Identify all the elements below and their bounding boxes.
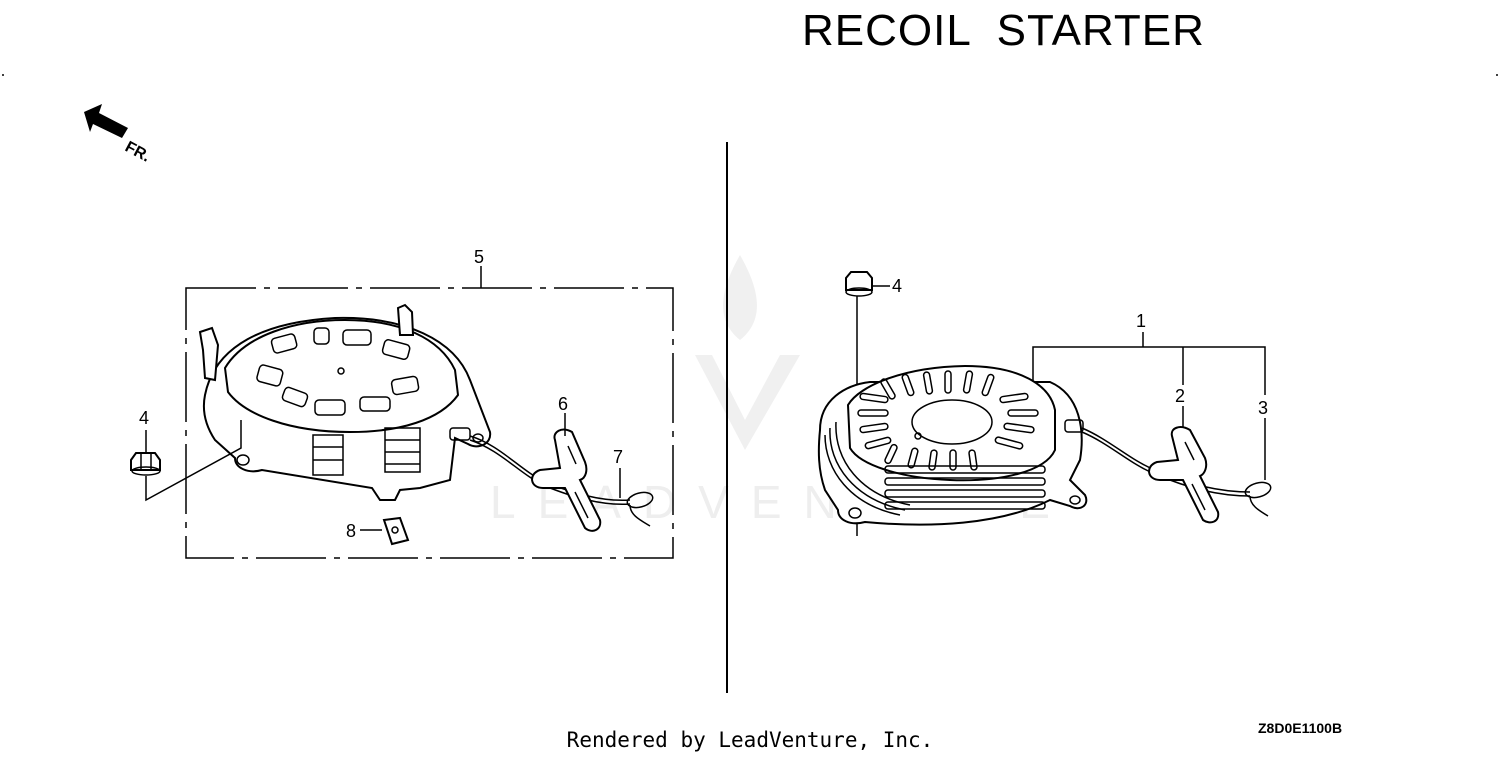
diagram-title: RECOIL STARTER <box>802 6 1205 55</box>
callout-2: 2 <box>1175 386 1185 406</box>
callout-1: 1 <box>1136 311 1146 331</box>
starter-grip-new <box>1148 426 1220 524</box>
rope-guide-clip <box>382 516 410 546</box>
leader-4-left-bracket <box>145 420 242 502</box>
rope-knot-old <box>626 491 654 527</box>
starter-grip-old <box>531 428 602 532</box>
callout-3: 3 <box>1258 398 1268 418</box>
footer-credit: Rendered by LeadVenture, Inc. <box>566 728 934 752</box>
flange-nut-left <box>130 452 161 476</box>
callout-7: 7 <box>613 447 623 467</box>
drawing-code: Z8D0E1100B <box>1258 720 1343 736</box>
direction-label: FR. <box>122 139 153 166</box>
starter-rope-new <box>1081 427 1251 493</box>
recoil-starter-housing-old <box>198 303 492 501</box>
callout-5: 5 <box>474 247 484 267</box>
recoil-starter-housing-new <box>817 364 1088 526</box>
callout-6: 6 <box>558 394 568 414</box>
flange-nut-right <box>845 271 873 297</box>
callout-4-left: 4 <box>139 408 149 428</box>
rope-knot-new <box>1244 481 1272 517</box>
kit-box <box>185 266 674 559</box>
leader-1-bracket <box>1032 346 1266 395</box>
callout-4-right: 4 <box>892 276 902 296</box>
front-direction-arrow-icon: FR. <box>84 104 153 166</box>
callout-8: 8 <box>346 521 356 541</box>
